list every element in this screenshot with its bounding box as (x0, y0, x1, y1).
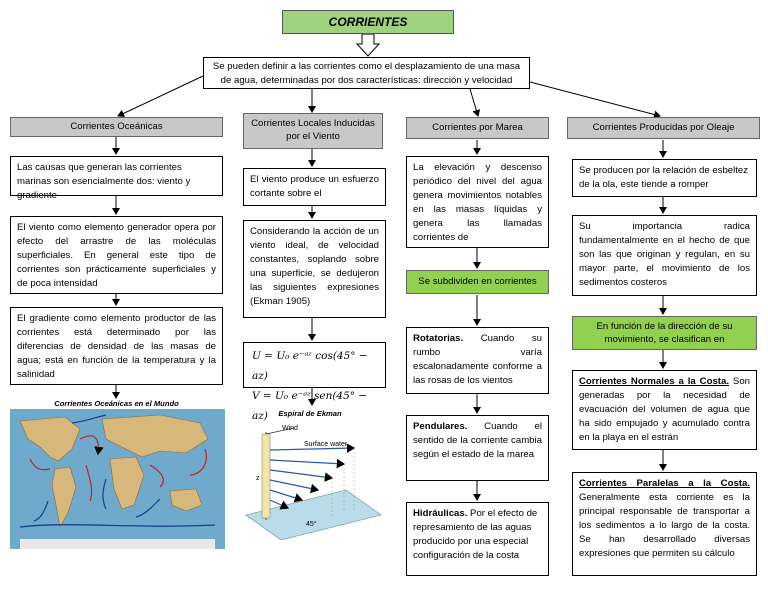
spiral-wind-label: Wind (282, 425, 298, 432)
spiral-angle-label: 45° (306, 520, 317, 528)
ekman-equations: U = U₀ e⁻ᵃᶻ cos(45° − az) V = U₀ e⁻ᵃᶻ se… (243, 342, 386, 422)
equation-v: V = U₀ e⁻ᵃᶻ sen(45° − az) (252, 389, 368, 422)
oceanicas-causas-box: Las causas que generan las corrientes ma… (10, 156, 223, 201)
spiral-caption: Espiral de Ekman (278, 409, 342, 418)
ekman-spiral-diagram: Wind Surface water 45° z (245, 425, 382, 540)
normales-desc: Son generadas por la necesidad de evacua… (579, 376, 750, 443)
oleaje-esbeltez-box: Se producen por la relación de esbeltez … (572, 159, 757, 197)
header-corrientes-locales: Corrientes Locales Inducidas por el Vien… (243, 113, 383, 149)
equation-u: U = U₀ e⁻ᵃᶻ cos(45° − az) (252, 350, 368, 382)
pendulares-term: Pendulares. (413, 421, 468, 432)
spiral-z-label: z (256, 475, 260, 482)
oleaje-paralelas-box: Corrientes Paralelas a la Costa. General… (572, 472, 757, 576)
oleaje-importancia-box: Su importancia radica fundamentalmente e… (572, 215, 757, 296)
marea-hidraulicas-box: Hidráulicas. Por el efecto de represamie… (406, 502, 549, 576)
pendulares-desc: Cuando el sentido de la corriente cambia… (413, 421, 542, 460)
paralelas-desc: Generalmente esta corriente es la princi… (579, 491, 750, 559)
oceanicas-gradiente-box: El gradiente como elemento productor de … (10, 307, 223, 385)
normales-term: Corrientes Normales a la Costa. (579, 376, 730, 387)
rotatorias-desc: Cuando su rumbo varía escalonadamente co… (413, 333, 542, 386)
marea-pendulares-box: Pendulares. Cuando el sentido de la corr… (406, 415, 549, 481)
header-corrientes-oceanicas: Corrientes Oceánicas (10, 117, 223, 137)
marea-box: La elevación y descenso periódico del ni… (406, 156, 549, 248)
hollow-arrow (355, 33, 381, 57)
ocean-currents-map (10, 409, 225, 549)
oleaje-clasifican: En función de la dirección de su movimie… (572, 316, 757, 350)
paralelas-term: Corrientes Paralelas a la Costa. (579, 478, 750, 489)
locales-ekman-box: Considerando la acción de un viento idea… (243, 220, 386, 318)
oceanicas-viento-box: El viento como elemento generador opera … (10, 216, 223, 294)
oleaje-normales-box: Corrientes Normales a la Costa. Son gene… (572, 370, 757, 450)
intro-definition: Se pueden definir a las corrientes como … (203, 57, 530, 89)
hidraulicas-desc: Por el efecto de represamiento de las ag… (413, 508, 538, 561)
header-corrientes-oleaje: Corrientes Producidas por Oleaje (567, 117, 760, 139)
diagram-title: CORRIENTES (282, 10, 454, 34)
locales-viento-box: El viento produce un esfuerzo cortante s… (243, 168, 386, 206)
header-corrientes-marea: Corrientes por Marea (406, 117, 549, 139)
marea-subdividen: Se subdividen en corrientes (406, 270, 549, 294)
rotatorias-term: Rotatorias. (413, 333, 464, 344)
spiral-surface-label: Surface water (304, 441, 348, 448)
hidraulicas-term: Hidráulicas. (413, 508, 468, 519)
marea-rotatorias-box: Rotatorias. Cuando su rumbo varía escalo… (406, 327, 549, 394)
map-caption: Corrientes Oceánicas en el Mundo (54, 399, 179, 408)
